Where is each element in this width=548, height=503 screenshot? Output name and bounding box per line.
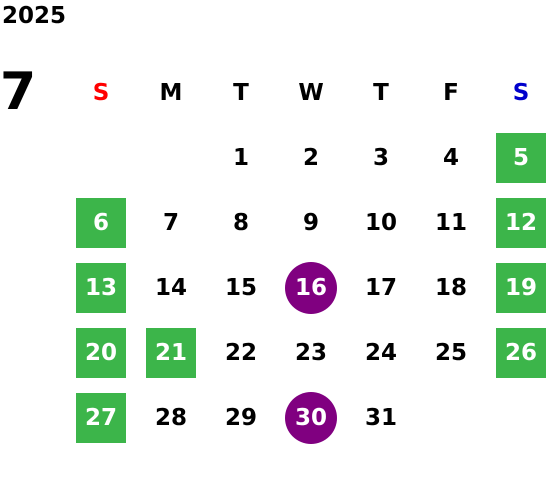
day-number: 26 xyxy=(496,327,546,378)
calendar-day[interactable]: 4 xyxy=(416,125,486,190)
holiday-day[interactable]: 6 xyxy=(66,190,136,255)
empty-cell xyxy=(136,125,206,190)
holiday-day[interactable]: 13 xyxy=(66,255,136,320)
event-day[interactable]: 16 xyxy=(276,255,346,320)
day-number: 25 xyxy=(434,339,467,366)
day-number: 24 xyxy=(364,339,397,366)
day-number: 4 xyxy=(442,144,459,171)
holiday-day[interactable]: 27 xyxy=(66,385,136,450)
day-number: 13 xyxy=(76,262,126,313)
day-number: 30 xyxy=(285,391,337,444)
day-number: 16 xyxy=(285,261,337,314)
day-number: 2 xyxy=(302,144,319,171)
holiday-day[interactable]: 5 xyxy=(486,125,548,190)
day-number: 9 xyxy=(302,209,319,236)
day-number: 12 xyxy=(496,197,546,248)
calendar-day[interactable]: 25 xyxy=(416,320,486,385)
day-number: 27 xyxy=(76,392,126,443)
calendar-day[interactable]: 23 xyxy=(276,320,346,385)
day-number: 19 xyxy=(496,262,546,313)
calendar-day[interactable]: 14 xyxy=(136,255,206,320)
holiday-day[interactable]: 12 xyxy=(486,190,548,255)
day-number: 3 xyxy=(372,144,389,171)
calendar-day[interactable]: 9 xyxy=(276,190,346,255)
calendar-day[interactable]: 11 xyxy=(416,190,486,255)
day-number: 1 xyxy=(232,144,249,171)
day-number: 21 xyxy=(146,327,196,378)
holiday-day[interactable]: 21 xyxy=(136,320,206,385)
day-number: 20 xyxy=(76,327,126,378)
day-number: 29 xyxy=(224,404,257,431)
day-number: 14 xyxy=(154,274,187,301)
calendar-day[interactable]: 10 xyxy=(346,190,416,255)
calendar-day[interactable]: 31 xyxy=(346,385,416,450)
day-number: 8 xyxy=(232,209,249,236)
holiday-day[interactable]: 20 xyxy=(66,320,136,385)
day-number: 22 xyxy=(224,339,257,366)
day-number: 15 xyxy=(224,274,257,301)
calendar-day[interactable]: 22 xyxy=(206,320,276,385)
calendar-day[interactable]: 17 xyxy=(346,255,416,320)
calendar-day[interactable]: 24 xyxy=(346,320,416,385)
calendar-day[interactable]: 3 xyxy=(346,125,416,190)
calendar-day[interactable]: 18 xyxy=(416,255,486,320)
day-number: 7 xyxy=(162,209,179,236)
weekday-header: S xyxy=(92,79,110,106)
empty-cell xyxy=(416,385,486,450)
weekday-header: F xyxy=(443,79,459,106)
day-number: 10 xyxy=(364,209,397,236)
empty-cell xyxy=(486,385,548,450)
holiday-day[interactable]: 19 xyxy=(486,255,548,320)
calendar-day[interactable]: 7 xyxy=(136,190,206,255)
day-number: 6 xyxy=(76,197,126,248)
weekday-header: T xyxy=(373,79,389,106)
weekday-header: M xyxy=(159,79,183,106)
day-number: 28 xyxy=(154,404,187,431)
weekday-header: W xyxy=(298,79,324,106)
day-number: 17 xyxy=(364,274,397,301)
weekday-header: S xyxy=(512,79,530,106)
year-label: 2025 xyxy=(2,3,67,29)
day-number: 23 xyxy=(294,339,327,366)
event-day[interactable]: 30 xyxy=(276,385,346,450)
day-number: 11 xyxy=(434,209,467,236)
weekday-header: T xyxy=(233,79,249,106)
empty-cell xyxy=(66,125,136,190)
month-label: 7 xyxy=(0,62,37,122)
calendar-day[interactable]: 1 xyxy=(206,125,276,190)
calendar-day[interactable]: 28 xyxy=(136,385,206,450)
holiday-day[interactable]: 26 xyxy=(486,320,548,385)
day-number: 5 xyxy=(496,132,546,183)
calendar-day[interactable]: 15 xyxy=(206,255,276,320)
day-number: 18 xyxy=(434,274,467,301)
calendar-day[interactable]: 29 xyxy=(206,385,276,450)
day-number: 31 xyxy=(364,404,397,431)
calendar-day[interactable]: 2 xyxy=(276,125,346,190)
calendar-day[interactable]: 8 xyxy=(206,190,276,255)
